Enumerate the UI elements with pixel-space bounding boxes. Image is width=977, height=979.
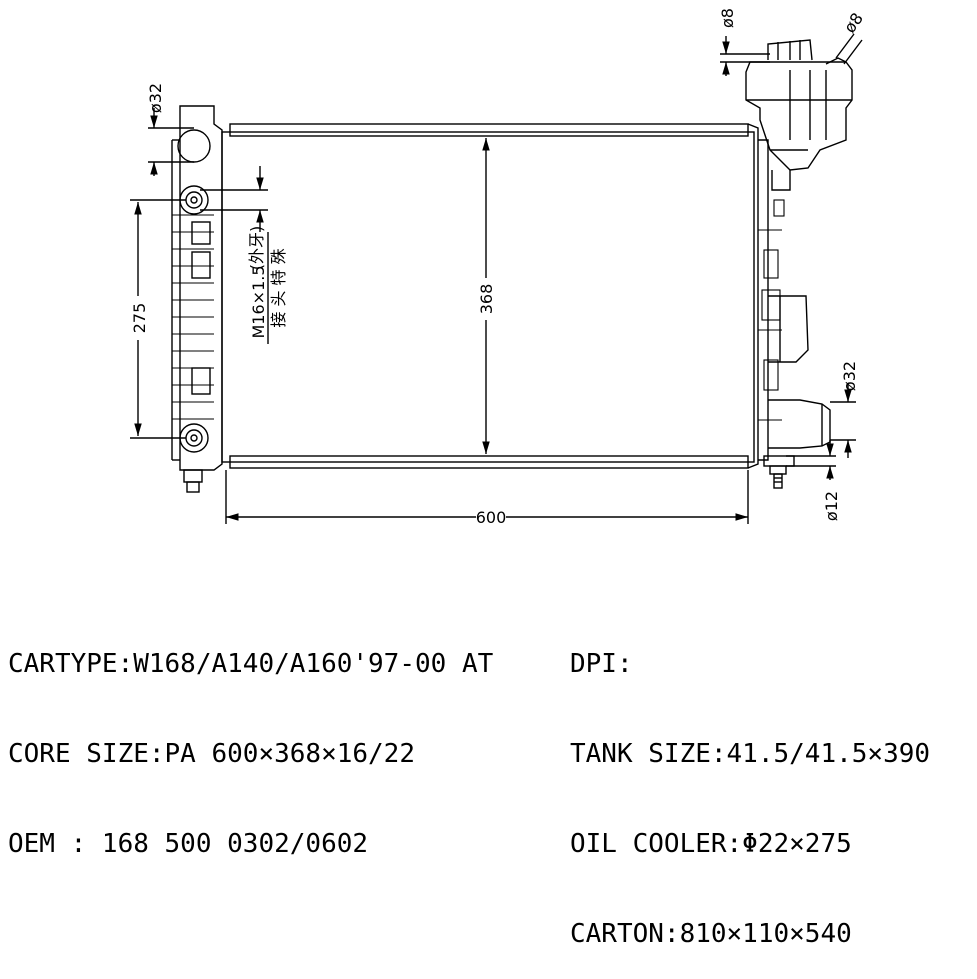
dimension-vent-left-phi8-label: ø8 — [718, 8, 737, 28]
thread-note-special: 接 头 特 殊 — [269, 248, 288, 327]
spec-oil-cooler: OIL COOLER:Φ22×275 — [570, 829, 852, 859]
dimension-275-label: 275 — [130, 303, 149, 334]
spec-block-left: CARTYPE:W168/A140/A160'97-00 AT CORE SIZ… — [8, 589, 568, 889]
spec-dpi: DPI: — [570, 649, 633, 679]
thread-note: (外牙) — [247, 226, 266, 271]
dimension-left-phi32-label: ø32 — [146, 83, 165, 113]
spec-carton: CARTON:810×110×540 — [570, 919, 852, 949]
left-tank — [171, 105, 223, 493]
thread-label: M16×1.5 — [249, 265, 268, 338]
expansion-tank — [745, 39, 853, 191]
dimension-275 — [130, 199, 186, 439]
dimension-vent-right-phi8-label: ø8 — [840, 9, 867, 36]
right-tank — [747, 123, 831, 489]
dimension-thread — [200, 166, 269, 344]
radiator-drawing: 600 368 275 ø32 M16×1.5 (外牙) 接 头 特 殊 ø32 — [130, 8, 867, 527]
spec-cartype: CARTYPE:W168/A140/A160'97-00 AT — [8, 649, 494, 679]
spec-oem: OEM : 168 500 0302/0602 — [8, 829, 369, 859]
dimension-right-phi32 — [830, 384, 856, 458]
dimension-368-label: 368 — [477, 284, 496, 315]
dimension-vent-right-phi8 — [835, 33, 863, 65]
dimension-right-phi32-label: ø32 — [840, 361, 859, 391]
spec-block-right: DPI: TANK SIZE:41.5/41.5×390 OIL COOLER:… — [570, 589, 975, 979]
dimension-left-phi32 — [148, 108, 194, 176]
spec-tank-size: TANK SIZE:41.5/41.5×390 — [570, 739, 931, 769]
spec-core-size: CORE SIZE:PA 600×368×16/22 — [8, 739, 415, 769]
dimension-600-label: 600 — [476, 508, 507, 527]
dimension-drain-phi12-label: ø12 — [822, 491, 841, 521]
dimension-vent-left-phi8 — [720, 36, 770, 76]
dimension-drain-phi12 — [786, 440, 836, 480]
dimension-600 — [225, 470, 749, 524]
